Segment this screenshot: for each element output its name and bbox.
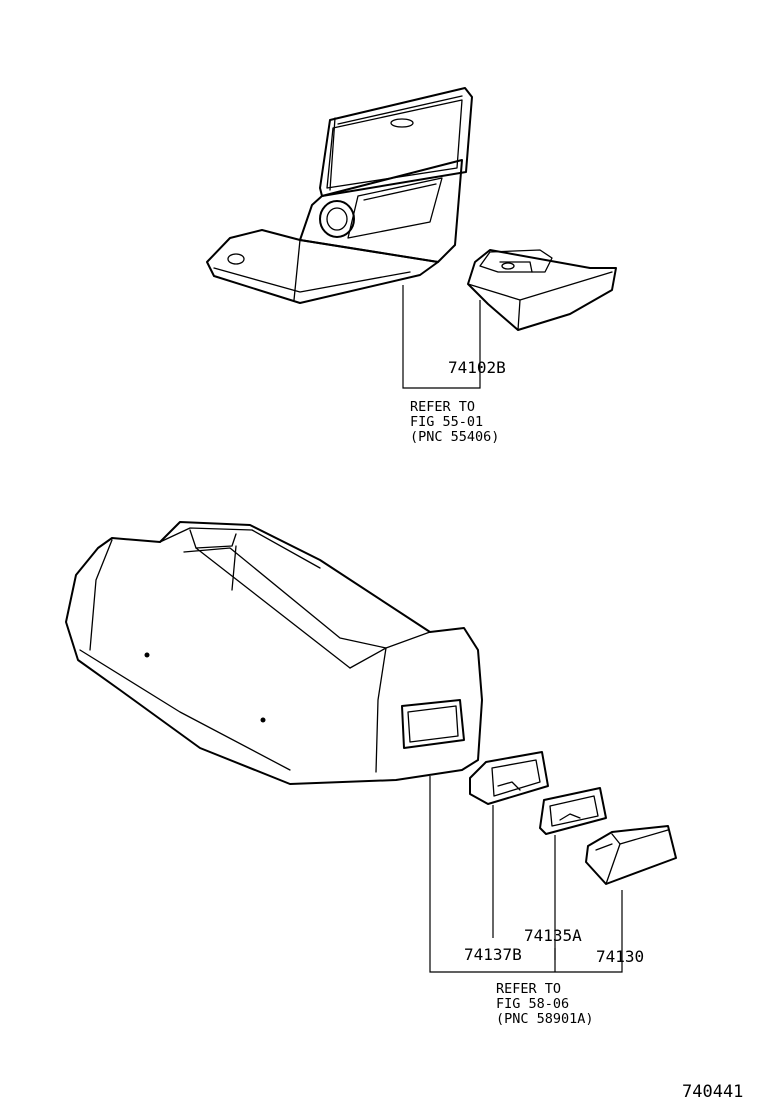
ashtray-74102b <box>467 249 617 331</box>
figure-number: 740441 <box>682 1082 743 1102</box>
label-74135a: 74135A <box>524 926 582 945</box>
note-top-line-2: FIG 55-01 <box>410 414 483 430</box>
note-bottom-line-2: FIG 58-06 <box>496 996 569 1012</box>
note-bottom-line-3: (PNC 58901A) <box>496 1011 594 1027</box>
lower-console-body <box>65 521 483 785</box>
ashtray-74130 <box>585 825 677 885</box>
label-74130: 74130 <box>596 947 644 966</box>
label-74137b: 74137B <box>464 945 522 964</box>
ashtray-gasket-74135a <box>539 787 607 835</box>
upper-console-box <box>206 87 473 304</box>
note-top-line-1: REFER TO <box>410 399 475 415</box>
ashtray-housing-74137b <box>469 751 549 805</box>
label-74102b: 74102B <box>448 358 506 377</box>
note-top-line-3: (PNC 55406) <box>410 429 499 445</box>
note-bottom-line-1: REFER TO <box>496 981 561 997</box>
